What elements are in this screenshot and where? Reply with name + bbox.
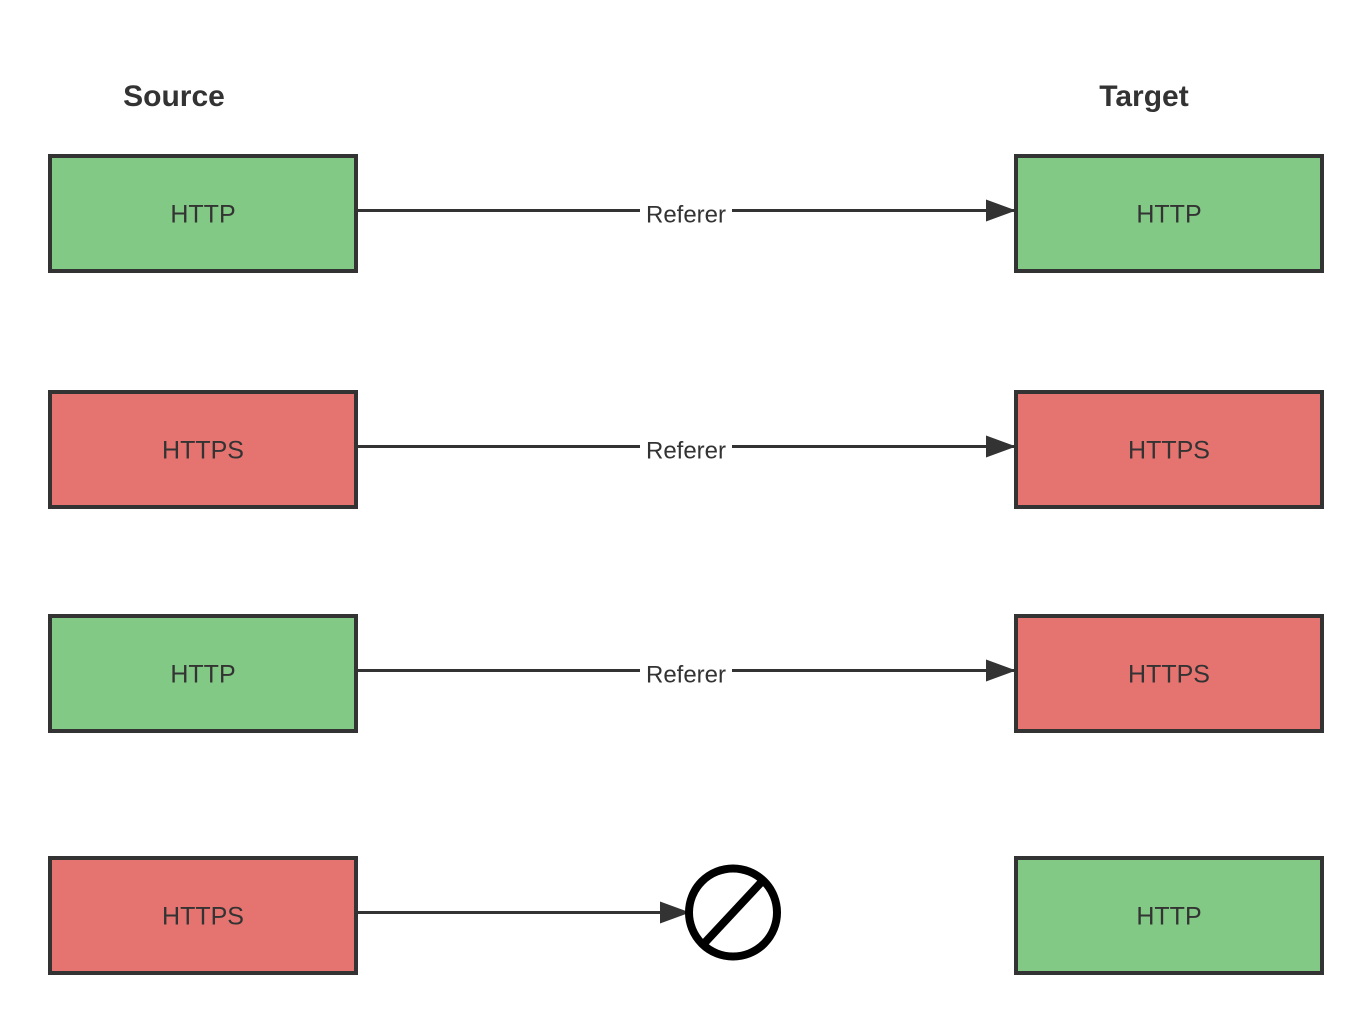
target-box-https: [1014, 390, 1324, 509]
target-box-http: [1014, 154, 1324, 273]
source-box-https: [48, 390, 358, 509]
diagram-row: HTTPS HTTPS Referer: [48, 390, 1324, 509]
source-box-label: HTTPS: [162, 437, 244, 465]
target-box-label: HTTP: [1136, 201, 1201, 229]
referer-label: Referer: [646, 202, 726, 229]
target-box-label: HTTPS: [1128, 661, 1210, 689]
diagram-row: HTTP HTTP Referer: [48, 154, 1324, 273]
diagram-row: HTTPS HTTP: [48, 856, 1324, 975]
source-box-http: [48, 614, 358, 733]
edge-label-background: [640, 196, 732, 225]
target-box-label: HTTP: [1136, 903, 1201, 931]
source-box-http: [48, 154, 358, 273]
source-box-https: [48, 856, 358, 975]
target-column-header: Target: [1099, 80, 1188, 113]
edge-label-background: [640, 656, 732, 685]
no-entry-icon: [685, 864, 781, 961]
source-box-label: HTTPS: [162, 903, 244, 931]
target-box-http: [1014, 856, 1324, 975]
diagram-row: HTTP HTTPS Referer: [48, 614, 1324, 733]
referer-label: Referer: [646, 438, 726, 465]
referer-label: Referer: [646, 662, 726, 689]
source-box-label: HTTP: [170, 201, 235, 229]
edge-label-background: [640, 432, 732, 461]
source-column-header: Source: [123, 80, 225, 113]
target-box-label: HTTPS: [1128, 437, 1210, 465]
target-box-https: [1014, 614, 1324, 733]
source-box-label: HTTP: [170, 661, 235, 689]
